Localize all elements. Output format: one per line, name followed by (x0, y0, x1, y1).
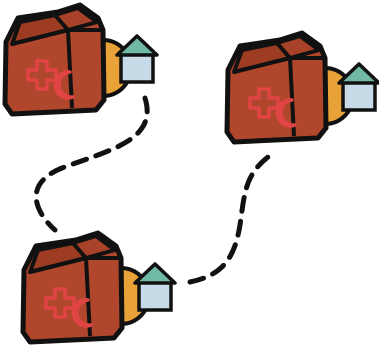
connection-link-1 (33, 95, 150, 233)
connection-link-2 (187, 149, 278, 285)
aid-box-icon (227, 33, 379, 142)
aid-box-icon (5, 5, 157, 114)
aid-box-node-top-left (5, 5, 157, 114)
aid-box-node-top-right (227, 33, 379, 142)
aid-box-node-bottom-left (23, 233, 175, 342)
aid-box-icon (23, 233, 175, 342)
